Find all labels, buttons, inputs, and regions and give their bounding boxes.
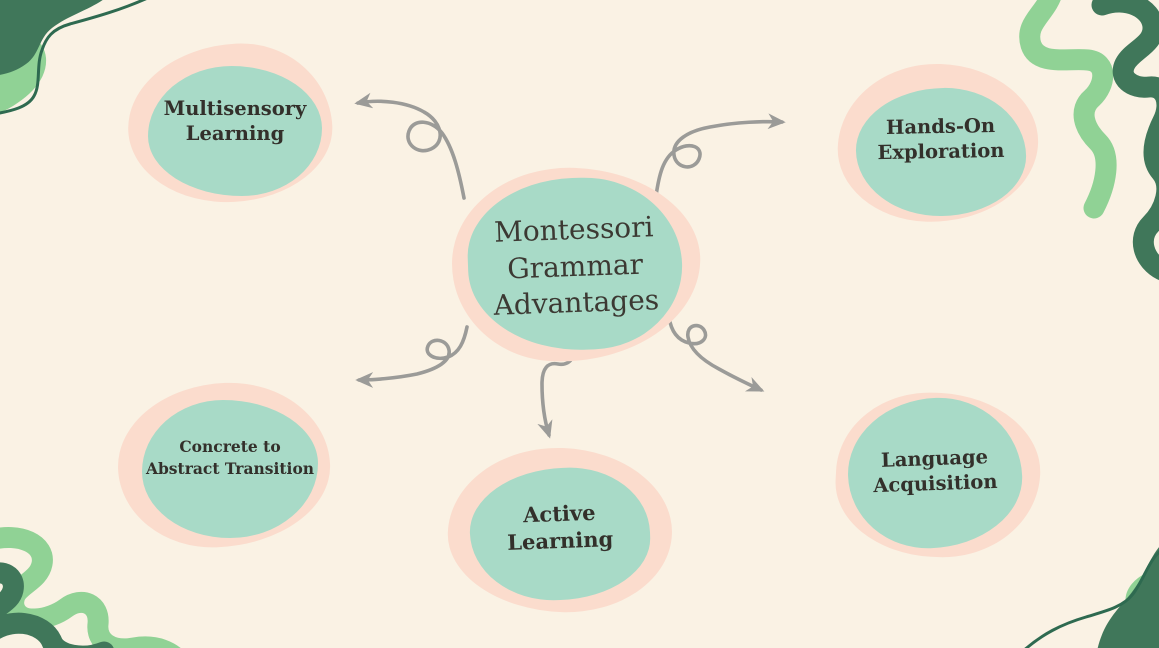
branch-node-hands-on-exploration: Hands-On Exploration — [835, 60, 1041, 226]
branch-node-concrete-to-abstract-transition: Concrete to Abstract Transition — [115, 379, 333, 551]
branch-label-multisensory-learning: Multisensory Learning — [163, 96, 307, 145]
connector-arrow-to-language-acquisition — [667, 315, 765, 392]
corner-wave-bottom-right-line — [1024, 550, 1159, 648]
branch-blob: Multisensory Learning — [148, 66, 322, 196]
central-topic-node: Montessori Grammar Advantages — [448, 163, 704, 367]
branch-node-language-acquisition: Language Acquisition — [831, 387, 1045, 563]
branch-label-active-learning: Active Learning — [506, 499, 614, 555]
connector-arrow-to-multisensory-learning — [354, 92, 466, 200]
connector-arrow-to-concrete-to-abstract-transition — [355, 325, 469, 388]
branch-label-language-acquisition: Language Acquisition — [872, 444, 998, 498]
corner-wave-top-left-dark-blob — [0, 0, 103, 75]
connector-arrow-to-hands-on-exploration — [654, 113, 786, 198]
corner-squiggle-top-right-dark — [1091, 0, 1159, 281]
branch-label-hands-on-exploration: Hands-On Exploration — [877, 113, 1005, 165]
corner-squiggle-bottom-left-light — [0, 527, 181, 648]
branch-label-concrete-to-abstract-transition: Concrete to Abstract Transition — [145, 437, 315, 478]
branch-node-active-learning: Active Learning — [445, 444, 675, 616]
central-topic-label: Montessori Grammar Advantages — [493, 210, 660, 323]
corner-squiggle-bottom-left-dark — [0, 562, 114, 648]
branch-blob: Concrete to Abstract Transition — [142, 400, 318, 538]
corner-wave-top-left-line — [0, 0, 147, 115]
branch-node-multisensory-learning: Multisensory Learning — [124, 38, 336, 208]
corner-squiggle-top-right-light — [1019, 0, 1117, 219]
